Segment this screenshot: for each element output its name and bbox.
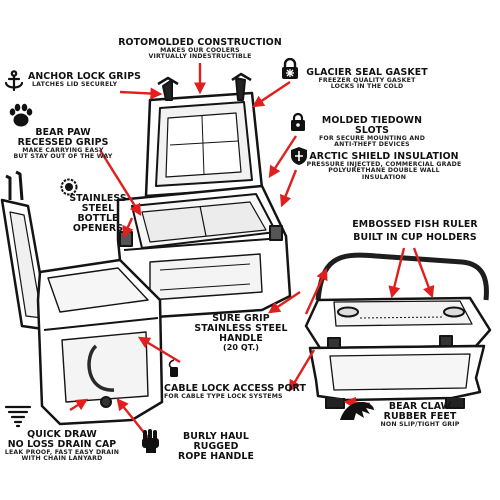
callout-title: STAINLESS STEEL: [69, 193, 127, 214]
callout-arctic: ARCTIC SHIELD INSULATION PRESSURE INJECT…: [300, 152, 468, 181]
callout-sub: VIRTUALLY INDESTRUCTIBLE: [148, 53, 252, 61]
callout-quickdraw: QUICK DRAW NO LOSS DRAIN CAP LEAK PROOF,…: [2, 430, 122, 463]
callout-sub: (20 QT.): [222, 342, 260, 352]
callout-sub: WITH CHAIN LANYARD: [21, 455, 103, 463]
callout-title: ARCTIC SHIELD INSULATION: [309, 151, 459, 162]
callout-sub: ANTI-THEFT DEVICES: [334, 141, 410, 149]
callout-title: BURLY HAUL RUGGED: [183, 431, 249, 452]
callout-burly: BURLY HAUL RUGGED ROPE HANDLE: [160, 432, 272, 462]
bear-paw-icon: [9, 103, 33, 127]
callout-title: STAINLESS STEEL HANDLE: [194, 322, 288, 344]
callout-suregrip: SURE GRIP STAINLESS STEEL HANDLE (20 QT.…: [176, 314, 306, 352]
callout-title: RUBBER FEET: [383, 410, 457, 422]
callout-title: RECESSED GRIPS: [17, 136, 109, 148]
callout-sub: MAKES OUR COOLERS: [160, 46, 240, 54]
bear-claw-icon: [340, 402, 374, 420]
shield-icon: [291, 147, 307, 165]
callout-sub: LEAK PROOF, FAST EASY DRAIN: [4, 448, 120, 456]
callout-title: ROTOMOLDED CONSTRUCTION: [118, 37, 282, 48]
callout-sub: BUT STAY OUT OF THE WAY: [13, 153, 113, 161]
callout-tiedown: MOLDED TIEDOWN SLOTS FOR SECURE MOUNTING…: [304, 116, 440, 149]
callout-title: BUILT IN CUP HOLDERS: [353, 231, 477, 243]
callout-sub: NON SLIP/TIGHT GRIP: [380, 420, 460, 428]
left-cooler-open: [0, 170, 164, 426]
callout-sub: MAKE CARRYING EASY: [22, 146, 104, 154]
callout-sub: FOR CABLE TYPE LOCK SYSTEMS: [164, 392, 283, 400]
callout-title: ROPE HANDLE: [178, 450, 254, 462]
callout-bottle: STAINLESS STEEL BOTTLE OPENERS: [56, 194, 140, 234]
center-cooler-open: [116, 72, 292, 320]
callout-sub: FREEZER QUALITY GASKET: [318, 76, 416, 84]
lock-snowflake-icon: [282, 58, 298, 79]
bottle-cap-icon: [60, 178, 78, 196]
callout-fishruler: EMBOSSED FISH RULER BUILT IN CUP HOLDERS: [340, 220, 490, 243]
callout-sub: POLYURETHANE DOUBLE WALL: [328, 167, 440, 175]
callout-glacier: GLACIER SEAL GASKET FREEZER QUALITY GASK…: [292, 68, 442, 91]
callout-title: MOLDED TIEDOWN SLOTS: [321, 115, 423, 136]
callout-title: BOTTLE OPENERS: [72, 212, 124, 234]
padlock-icon: [291, 112, 305, 131]
callout-title: CABLE LOCK ACCESS PORT: [164, 383, 306, 394]
tornado-icon: [4, 405, 32, 428]
callout-title: EMBOSSED FISH RULER: [352, 219, 478, 230]
callout-sub: LOCKS IN THE COLD: [330, 83, 404, 91]
callout-cablelock: CABLE LOCK ACCESS PORT FOR CABLE TYPE LO…: [164, 384, 314, 400]
anchor-icon: [4, 70, 24, 92]
callout-title: BEAR PAW: [35, 127, 91, 138]
callout-title: NO LOSS DRAIN CAP: [7, 438, 117, 450]
callout-title: BEAR CLAW: [388, 401, 452, 412]
cable-lock-icon: [168, 359, 178, 377]
callout-sub: INSULATION: [361, 173, 407, 181]
callout-rotomolded: ROTOMOLDED CONSTRUCTION MAKES OUR COOLER…: [108, 38, 292, 61]
callout-title: SURE GRIP: [212, 313, 270, 324]
callout-bearclaw: BEAR CLAW RUBBER FEET NON SLIP/TIGHT GRI…: [370, 402, 470, 428]
callout-bearpaw: BEAR PAW RECESSED GRIPS MAKE CARRYING EA…: [8, 128, 118, 161]
right-cooler-closed: [304, 252, 492, 409]
callout-title: GLACIER SEAL GASKET: [306, 67, 428, 78]
callout-title: QUICK DRAW: [27, 429, 97, 440]
callout-sub: PRESSURE INJECTED, COMMERCIAL GRADE: [306, 160, 462, 168]
callout-sub: FOR SECURE MOUNTING AND: [318, 134, 426, 142]
callout-title: ANCHOR LOCK GRIPS: [28, 71, 142, 82]
callout-anchor: ANCHOR LOCK GRIPS LATCHES LID SECURELY: [28, 72, 158, 88]
callout-sub: LATCHES LID SECURELY: [32, 80, 118, 88]
fist-icon: [142, 429, 159, 453]
